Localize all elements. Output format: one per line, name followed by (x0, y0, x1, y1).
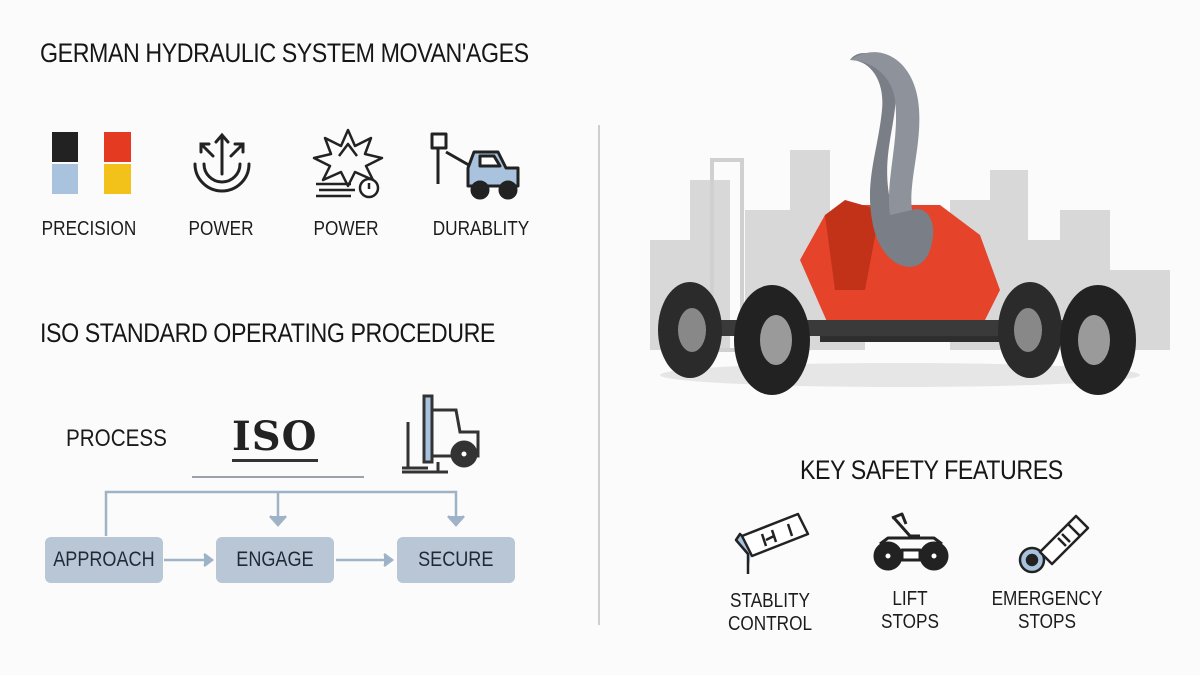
iso-logo-text: ISO (232, 413, 318, 460)
flag-blocks-icon (52, 132, 134, 194)
process-label: PROCESS (66, 425, 167, 452)
step-secure[interactable]: SECURE (397, 537, 515, 583)
page-title: GERMAN HYDRAULIC SYSTEM MOVAN'AGES (40, 38, 529, 68)
vertical-divider (598, 125, 600, 625)
process-connectors (100, 488, 500, 568)
feature-label-power-2: POWER (313, 218, 379, 240)
step-engage[interactable]: ENGAGE (216, 537, 334, 583)
step-approach[interactable]: APPROACH (45, 537, 163, 583)
iso-underline (232, 459, 318, 462)
forklift-icon (398, 392, 488, 476)
procedure-title: ISO STANDARD OPERATING PROCEDURE (40, 318, 495, 348)
safety-title: KEY SAFETY FEATURES (800, 455, 1063, 485)
hydraulic-hook-vehicle-illustration (650, 40, 1180, 400)
stability-gauge-icon (728, 510, 812, 580)
forklift-truck-icon (428, 130, 524, 202)
feature-label-precision: PRECISION (41, 218, 137, 240)
power-arrows-icon (187, 130, 257, 200)
lift-vehicle-icon (872, 510, 950, 576)
feature-label-power: POWER (188, 218, 254, 240)
feature-label-durability: DURABLITY (432, 218, 530, 240)
impact-burst-icon (311, 126, 386, 204)
iso-divider-line (192, 476, 364, 478)
emergency-hook-icon (1012, 508, 1092, 580)
